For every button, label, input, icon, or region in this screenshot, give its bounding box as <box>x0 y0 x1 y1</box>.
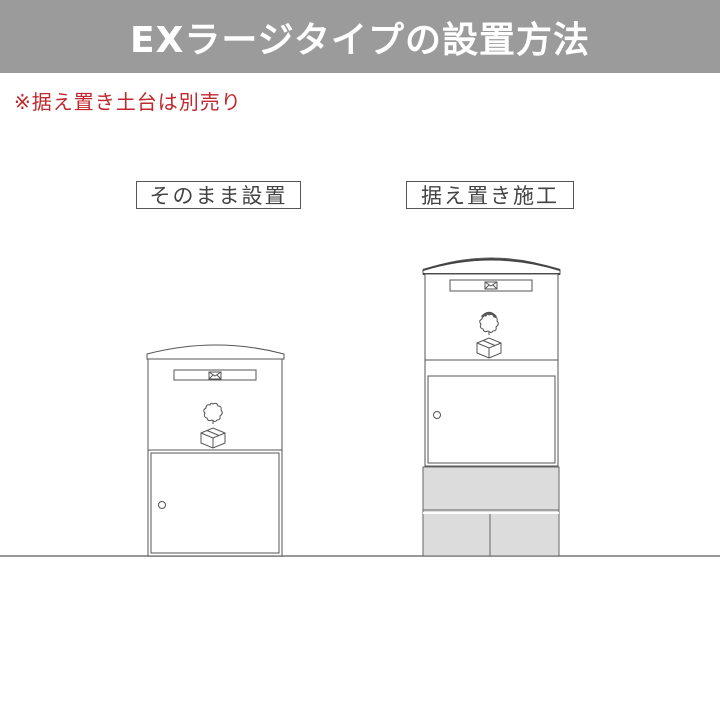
label-direct-install: そのまま設置 <box>136 181 301 209</box>
envelope-icon <box>208 371 222 380</box>
envelope-icon <box>484 281 498 290</box>
header-banner: EXラージタイプの設置方法 <box>0 0 720 73</box>
label-base-install: 据え置き施工 <box>406 181 574 209</box>
mailbox-lower-door <box>147 449 283 557</box>
flower-icon <box>203 402 223 424</box>
mailbox-direct <box>146 344 285 557</box>
note-text: ※据え置き土台は別売り <box>14 90 242 114</box>
flower-icon <box>479 311 499 335</box>
lock-knob-icon <box>433 411 441 419</box>
mailbox-roof <box>146 344 285 360</box>
mailbox-on-base <box>422 257 561 557</box>
mailbox-lower-door <box>424 359 559 467</box>
package-box-icon <box>200 427 226 449</box>
page-title: EXラージタイプの設置方法 <box>130 19 590 61</box>
package-box-icon <box>476 337 502 359</box>
lock-knob-icon <box>158 501 166 509</box>
